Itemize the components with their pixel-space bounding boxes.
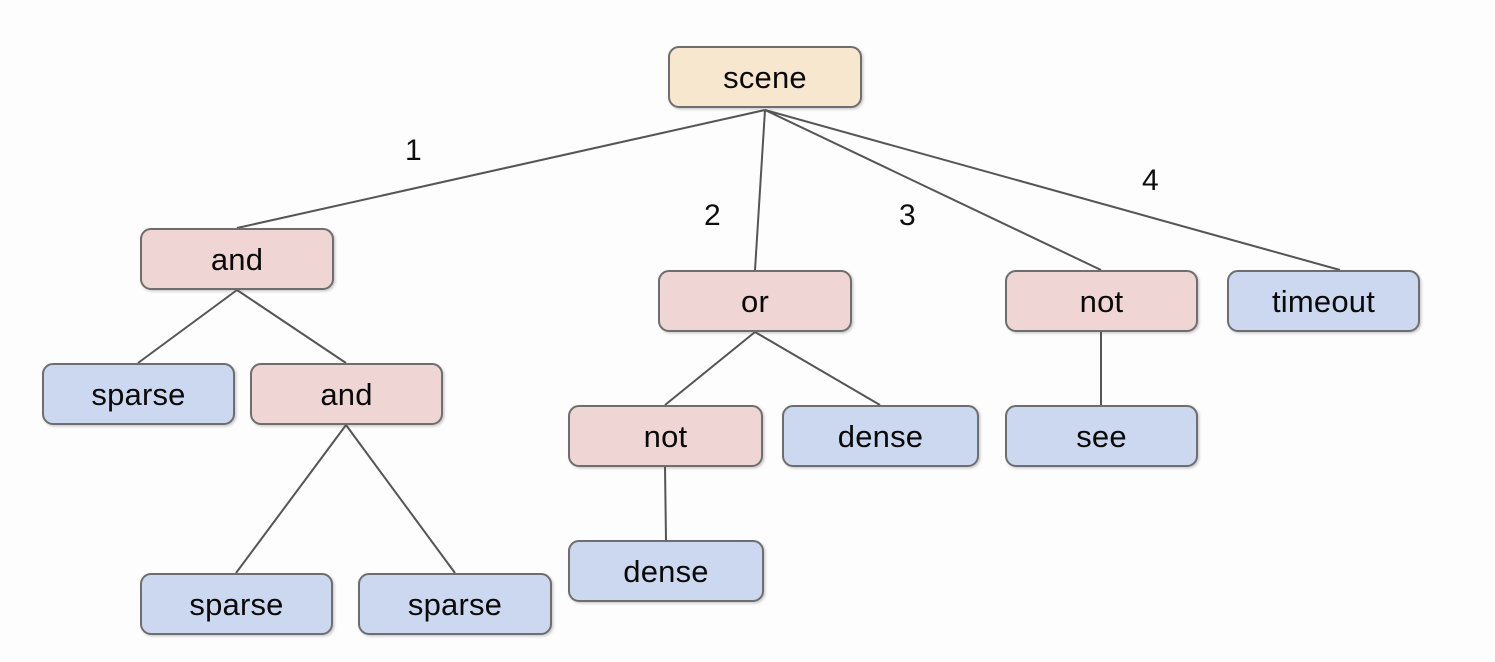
edge-label-3: 3 [899,199,916,232]
tree-node-see1[interactable]: see [1005,405,1198,467]
tree-edge-and1-sparse1 [137,289,238,364]
edge-label-2: 2 [704,199,721,232]
tree-edge-or1-dense1 [754,331,881,406]
tree-node-and2[interactable]: and [250,363,443,425]
tree-node-dense2[interactable]: dense [568,540,764,602]
tree-node-not2[interactable]: not [568,405,763,467]
tree-edges [137,109,1341,574]
tree-node-or1[interactable]: or [658,270,852,332]
tree-node-scene[interactable]: scene [668,46,862,108]
tree-node-dense1[interactable]: dense [782,405,979,467]
tree-edge-and2-sparse2 [235,424,347,574]
tree-edge-and2-sparse3 [345,424,456,574]
edge-label-1: 1 [405,134,422,167]
tree-node-sparse1[interactable]: sparse [42,363,235,425]
tree-edge-not2-dense2 [664,466,667,541]
tree-node-and1[interactable]: and [140,228,334,290]
tree-node-timeout1[interactable]: timeout [1227,270,1420,332]
tree-node-sparse2[interactable]: sparse [140,573,333,635]
tree-edge-and1-and2 [236,289,347,364]
tree-node-not1[interactable]: not [1005,270,1198,332]
tree-edge-scene-timeout1 [764,109,1341,271]
tree-edge-or1-not2 [664,331,756,406]
tree-node-sparse3[interactable]: sparse [358,573,552,635]
tree-edge-scene-and1 [236,109,766,229]
tree-edge-scene-or1 [754,109,766,271]
edge-label-4: 4 [1142,164,1159,197]
tree-edge-scene-not1 [764,109,1102,271]
